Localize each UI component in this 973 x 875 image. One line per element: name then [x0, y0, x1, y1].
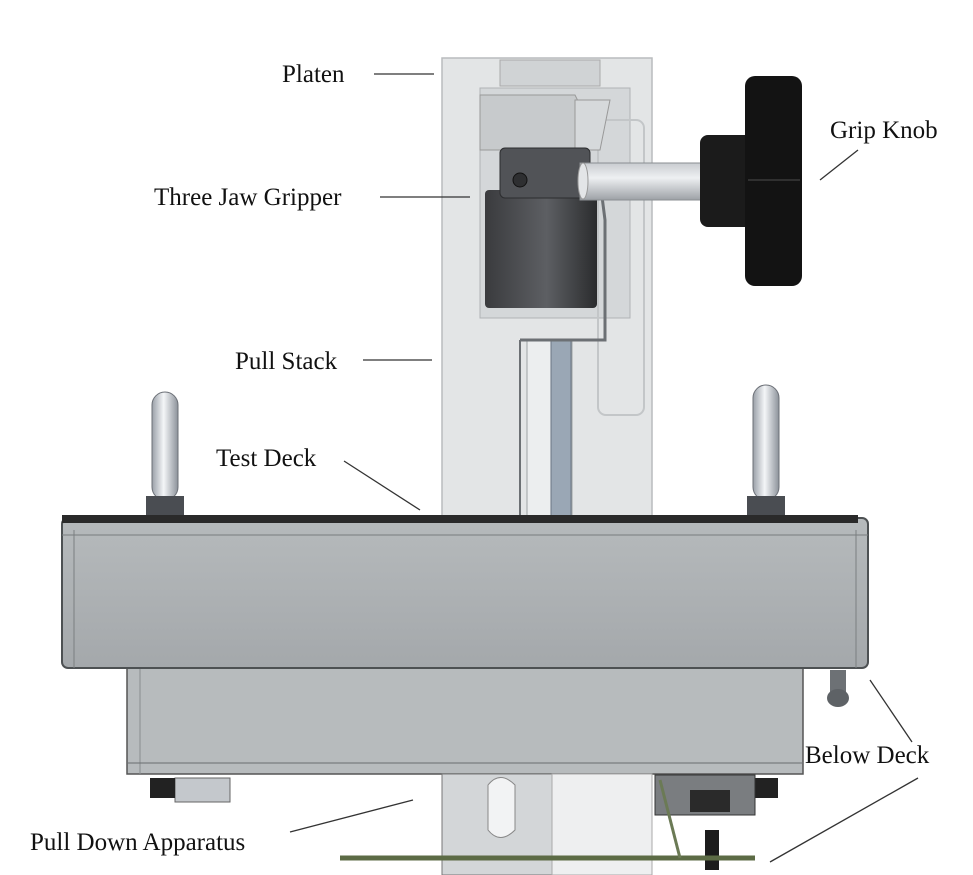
- leader-pull-down-apparatus: [289, 799, 414, 833]
- below-deck-block: [126, 667, 804, 775]
- label-grip-knob: Grip Knob: [830, 117, 938, 144]
- platen-shoulder: [479, 94, 611, 151]
- deck-post-left: [146, 391, 184, 518]
- pull-down-apparatus: [150, 773, 778, 875]
- label-pull-down-apparatus: Pull Down Apparatus: [30, 829, 246, 856]
- deck-post-right: [747, 384, 785, 518]
- test-deck: [61, 515, 869, 669]
- label-test-deck: Test Deck: [216, 445, 317, 472]
- below-deck-fastener: [827, 670, 849, 707]
- label-platen: Platen: [282, 61, 345, 88]
- leader-grip-knob: [819, 149, 859, 181]
- leader-test-deck: [343, 460, 421, 511]
- label-pull-stack: Pull Stack: [235, 348, 338, 375]
- label-below-deck: Below Deck: [805, 742, 930, 769]
- leader-lines: [289, 73, 919, 863]
- leader-below-deck-lower: [769, 777, 919, 863]
- label-three-jaw-gripper: Three Jaw Gripper: [154, 184, 342, 211]
- grip-knob: [577, 76, 802, 286]
- three-jaw-gripper: [485, 147, 597, 308]
- leader-below-deck-upper: [869, 679, 913, 743]
